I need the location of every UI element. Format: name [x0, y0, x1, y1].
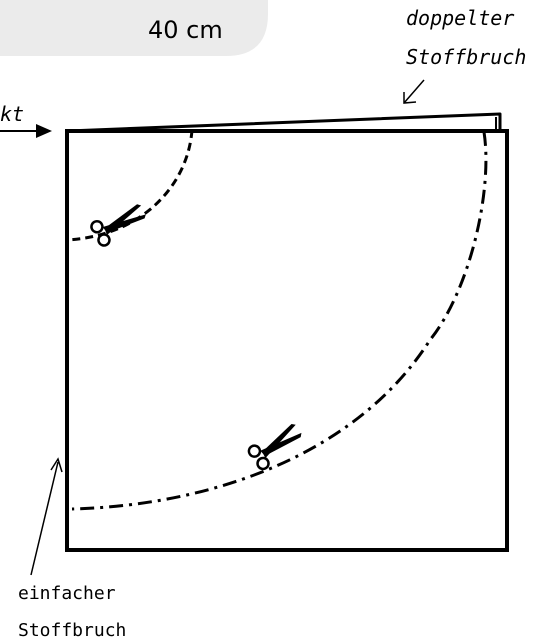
single-fold-leader — [30, 457, 63, 576]
scissors-icon — [90, 204, 146, 247]
single-fold-label-line1: einfacher — [18, 583, 116, 604]
corner-point-label: kt — [0, 102, 25, 126]
fabric-square — [65, 129, 509, 552]
double-fold-edge — [67, 112, 502, 133]
single-fold-label-line2: Stoffbruch — [18, 620, 127, 641]
waist-cut-line — [66, 129, 194, 242]
measurement-label: 40 cm — [148, 16, 223, 44]
scissors-icon — [247, 423, 302, 471]
double-fold-label-line2: Stoffbruch — [406, 45, 527, 69]
double-fold-leader — [403, 79, 425, 104]
measurement-tab — [0, 0, 268, 56]
corner-arrow — [0, 124, 52, 138]
double-fold-label-line1: doppelter — [406, 6, 515, 30]
